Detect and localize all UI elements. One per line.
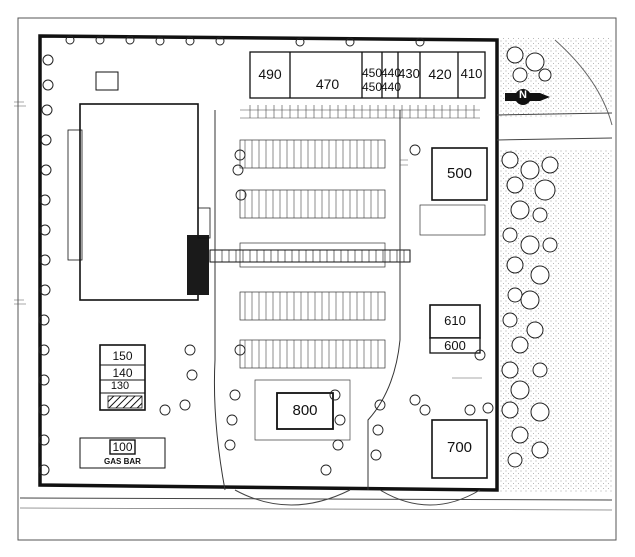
unit-130-label: 130 — [110, 380, 130, 392]
east-road-curve — [554, 39, 613, 126]
tree-row-north — [65, 35, 425, 47]
unit-430-label: 430 — [398, 66, 420, 81]
anchor-loading-dock — [187, 235, 209, 295]
unit-600-label: 600 — [444, 338, 466, 353]
unit-450-label-lower: 450 — [362, 80, 383, 94]
north-label: N — [519, 89, 527, 101]
gas-bar-label: GAS BAR — [104, 457, 141, 466]
unit-450-label: 450 — [362, 66, 383, 80]
pad-130-hatched-area — [107, 395, 143, 409]
north-retail-strip — [249, 51, 486, 99]
anchor-building — [79, 103, 199, 301]
unit-410-label: 410 — [460, 66, 483, 81]
unit-150-label: 150 — [112, 349, 133, 363]
pad-500-building — [431, 147, 488, 201]
unit-490-label: 490 — [258, 66, 282, 82]
pad-610-building — [429, 304, 481, 339]
unit-440-label-lower: 440 — [381, 80, 402, 94]
parking-rows-center — [239, 139, 386, 369]
landscape-area — [500, 150, 612, 492]
unit-800-label: 800 — [292, 402, 318, 419]
unit-140-label: 140 — [112, 366, 133, 380]
property-boundary — [38, 34, 499, 492]
unit-420-label: 420 — [428, 66, 452, 82]
unit-100-label: 100 — [112, 440, 133, 454]
gas-bar-kiosk — [109, 439, 136, 455]
plan-annotation-marks — [14, 101, 482, 379]
north-arrow-icon — [505, 89, 550, 105]
east-drive-aisle — [367, 110, 401, 490]
unit-470-label: 470 — [315, 76, 340, 92]
shrub-clusters — [159, 144, 494, 476]
pad-600-building — [429, 337, 481, 354]
pad-800-building — [276, 392, 334, 430]
unit-700-label: 700 — [446, 439, 473, 456]
unit-500-label: 500 — [446, 165, 473, 182]
parking-stripes — [240, 105, 480, 368]
tree-row-west — [38, 54, 54, 476]
sheet-frame — [17, 17, 617, 541]
tree-cluster-east — [501, 46, 559, 468]
unit-610-label: 610 — [444, 313, 466, 328]
gas-bar-canopy — [79, 437, 166, 469]
unit-440-label: 440 — [381, 66, 402, 80]
west-drive-aisle — [213, 110, 226, 491]
pad-700-building — [431, 419, 488, 479]
